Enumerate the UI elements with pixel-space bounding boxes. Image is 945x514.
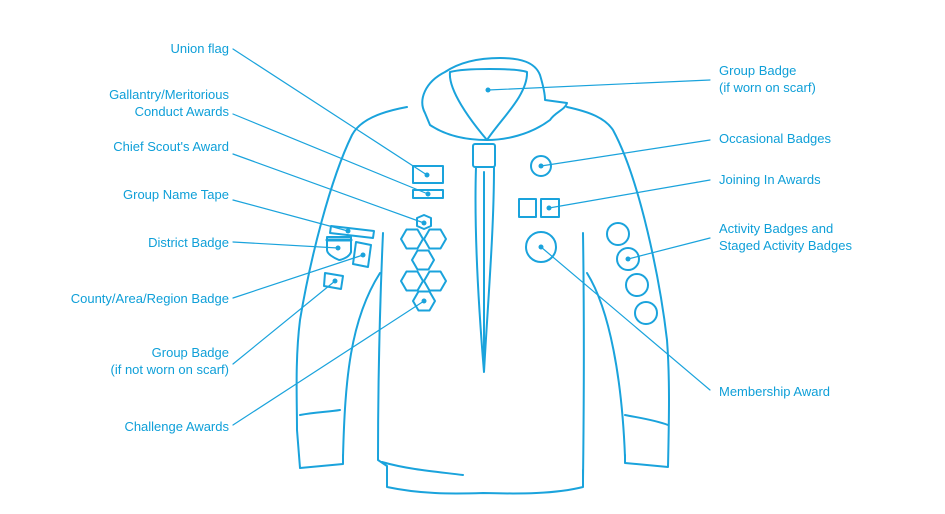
label-text: Union flag bbox=[170, 41, 229, 56]
label-text: Gallantry/Meritorious bbox=[109, 87, 229, 102]
label-county-badge: County/Area/Region Badge bbox=[71, 290, 229, 307]
leader-dots bbox=[332, 87, 631, 304]
label-text: (if not worn on scarf) bbox=[110, 362, 230, 377]
label-membership-award: Membership Award bbox=[719, 383, 830, 400]
badges bbox=[323, 155, 658, 325]
label-text: Activity Badges and bbox=[719, 221, 834, 236]
label-occasional-badges: Occasional Badges bbox=[719, 130, 831, 147]
label-text: (if worn on scarf) bbox=[719, 80, 816, 95]
label-group-name-tape: Group Name Tape bbox=[123, 186, 229, 203]
label-text: Group Badge bbox=[151, 345, 229, 360]
label-text: Occasional Badges bbox=[719, 131, 832, 146]
label-text: Conduct Awards bbox=[134, 104, 229, 119]
challenge-hexagon bbox=[423, 270, 447, 292]
label-text: Chief Scout's Award bbox=[113, 139, 229, 154]
scarf bbox=[472, 143, 496, 373]
label-text: Challenge Awards bbox=[124, 419, 229, 434]
challenge-hexagon bbox=[412, 290, 436, 312]
label-text: Staged Activity Badges bbox=[719, 238, 852, 253]
label-text: Membership Award bbox=[719, 384, 831, 399]
leader-lines bbox=[232, 48, 711, 426]
challenge-hexagon bbox=[411, 249, 435, 271]
label-text: Joining In Awards bbox=[719, 172, 821, 187]
challenge-hexagon bbox=[400, 270, 424, 292]
label-text: District Badge bbox=[148, 235, 229, 250]
label-group-badge-shirt: Group Badge (if not worn on scarf) bbox=[111, 344, 230, 378]
label-group-badge-scarf: Group Badge (if worn on scarf) bbox=[719, 62, 816, 96]
label-challenge-awards: Challenge Awards bbox=[124, 418, 229, 435]
label-text: Group Badge bbox=[719, 63, 797, 78]
label-text: County/Area/Region Badge bbox=[70, 291, 229, 306]
label-union-flag: Union flag bbox=[170, 40, 229, 57]
label-district-badge: District Badge bbox=[148, 234, 229, 251]
challenge-hexagon bbox=[423, 228, 447, 250]
label-joining-in: Joining In Awards bbox=[719, 171, 821, 188]
label-text: Group Name Tape bbox=[123, 187, 229, 202]
label-chief-scout: Chief Scout's Award bbox=[113, 138, 229, 155]
shirt-outline bbox=[295, 57, 670, 495]
challenge-hexagon bbox=[400, 228, 424, 250]
